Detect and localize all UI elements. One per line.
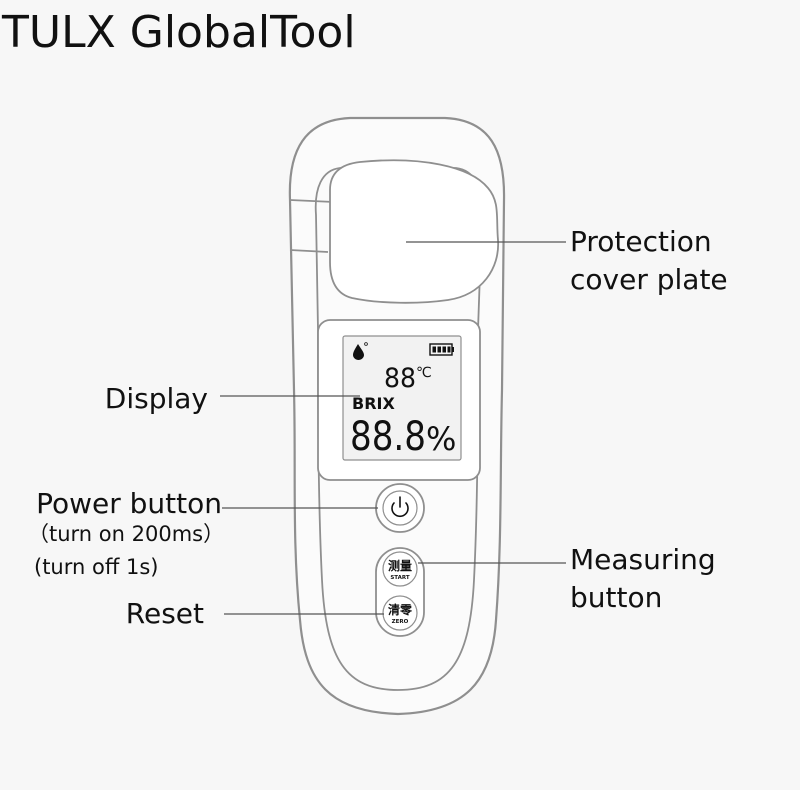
label-display: Display	[104, 382, 208, 415]
label-power-button: Power button	[36, 487, 222, 520]
lcd-temperature-unit: ℃	[416, 365, 432, 381]
lcd-temperature: 88	[384, 363, 416, 394]
label-measuring-line2: button	[570, 581, 663, 614]
start-button-cn-label: 测量	[388, 558, 412, 573]
leader-lines	[220, 241, 566, 615]
label-power-off: (turn off 1s)	[34, 555, 159, 579]
reset-button[interactable]: 清零 ZERO	[382, 595, 418, 631]
protection-cover-plate	[329, 159, 499, 304]
battery-icon	[429, 343, 454, 356]
label-reset: Reset	[125, 597, 204, 630]
label-protection-line2: cover plate	[570, 263, 728, 296]
display-screen	[342, 335, 462, 461]
lcd-mode: BRIX	[352, 394, 395, 413]
label-measuring-line1: Measuring	[570, 543, 716, 576]
label-power-on: （turn on 200ms）	[28, 522, 225, 546]
power-button[interactable]	[375, 483, 425, 533]
start-button-en-label: START	[390, 575, 410, 581]
zero-button-cn-label: 清零	[388, 602, 413, 617]
power-icon	[391, 496, 409, 518]
lcd-reading-unit: %	[426, 420, 456, 458]
label-protection-line1: Protection	[570, 225, 712, 258]
lcd-reading: 88.8	[350, 414, 426, 460]
zero-button-en-label: ZERO	[392, 619, 409, 625]
measuring-button[interactable]: 测量 START	[382, 551, 418, 587]
droplet-icon	[353, 342, 368, 360]
brand-title: TULX GlobalTool	[2, 7, 356, 58]
hinge-notch	[289, 199, 335, 253]
